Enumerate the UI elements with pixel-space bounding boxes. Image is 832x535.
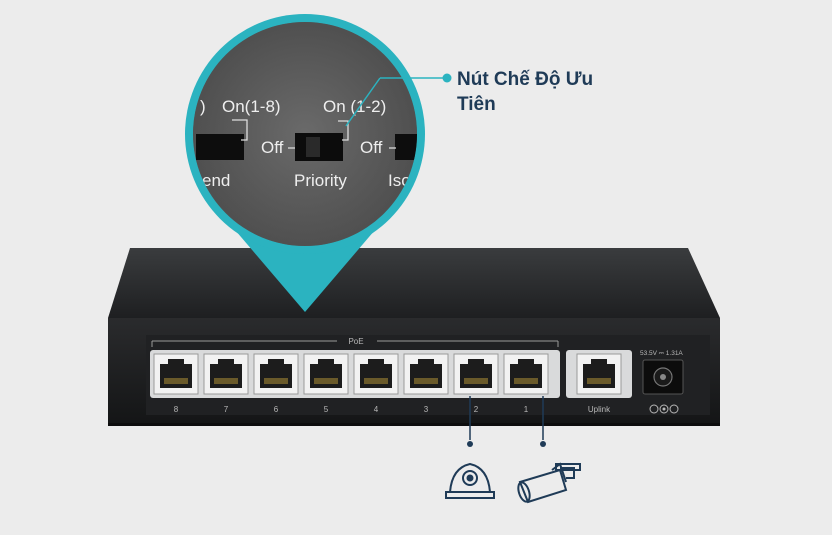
ethernet-port-8 xyxy=(153,353,199,395)
port-number-label: 7 xyxy=(224,405,229,414)
port-number-label: 4 xyxy=(374,405,379,414)
poe-label: PoE xyxy=(348,337,363,346)
port-group xyxy=(153,353,622,395)
port-number-label: 8 xyxy=(174,405,179,414)
left-bottom-label: end xyxy=(202,171,230,190)
ethernet-port-1 xyxy=(503,353,549,395)
port-number-label: 6 xyxy=(274,405,279,414)
port-number-label: 2 xyxy=(474,405,479,414)
ethernet-port-6 xyxy=(253,353,299,395)
ethernet-port-4 xyxy=(353,353,399,395)
port-number-label: 1 xyxy=(524,405,529,414)
off-right-label: Off xyxy=(360,138,383,157)
uplink-label: Uplink xyxy=(588,405,611,414)
port-number-label: 5 xyxy=(324,405,329,414)
left-fragment-label: ) xyxy=(200,97,206,116)
on-1-2-label: On (1-2) xyxy=(323,97,386,116)
callout-line-2: Tiên xyxy=(457,94,496,115)
ethernet-port-2 xyxy=(453,353,499,395)
priority-mode-callout: Nút Chế Độ Ưu Tiên xyxy=(457,67,593,117)
power-jack xyxy=(642,359,684,395)
power-rating-label: 53.5V ⎓ 1.31A xyxy=(640,350,683,357)
on-1-8-label: On(1-8) xyxy=(222,97,281,116)
off-left-label: Off xyxy=(261,138,284,157)
priority-label: Priority xyxy=(294,171,347,190)
callout-line-1: Nút Chế Độ Ưu xyxy=(457,69,594,90)
ethernet-port-7 xyxy=(203,353,249,395)
port-number-label: 3 xyxy=(424,405,429,414)
zoom-callout: ) On(1-8) On (1-2) Off Off Priority end … xyxy=(185,14,452,312)
network-switch xyxy=(108,248,720,426)
dome-camera-icon xyxy=(445,462,495,499)
polarity-icon xyxy=(649,404,679,414)
uplink-port xyxy=(576,353,622,395)
camera-connectors xyxy=(467,396,546,447)
ethernet-port-5 xyxy=(303,353,349,395)
ethernet-port-3 xyxy=(403,353,449,395)
bullet-camera-icon xyxy=(517,462,581,504)
